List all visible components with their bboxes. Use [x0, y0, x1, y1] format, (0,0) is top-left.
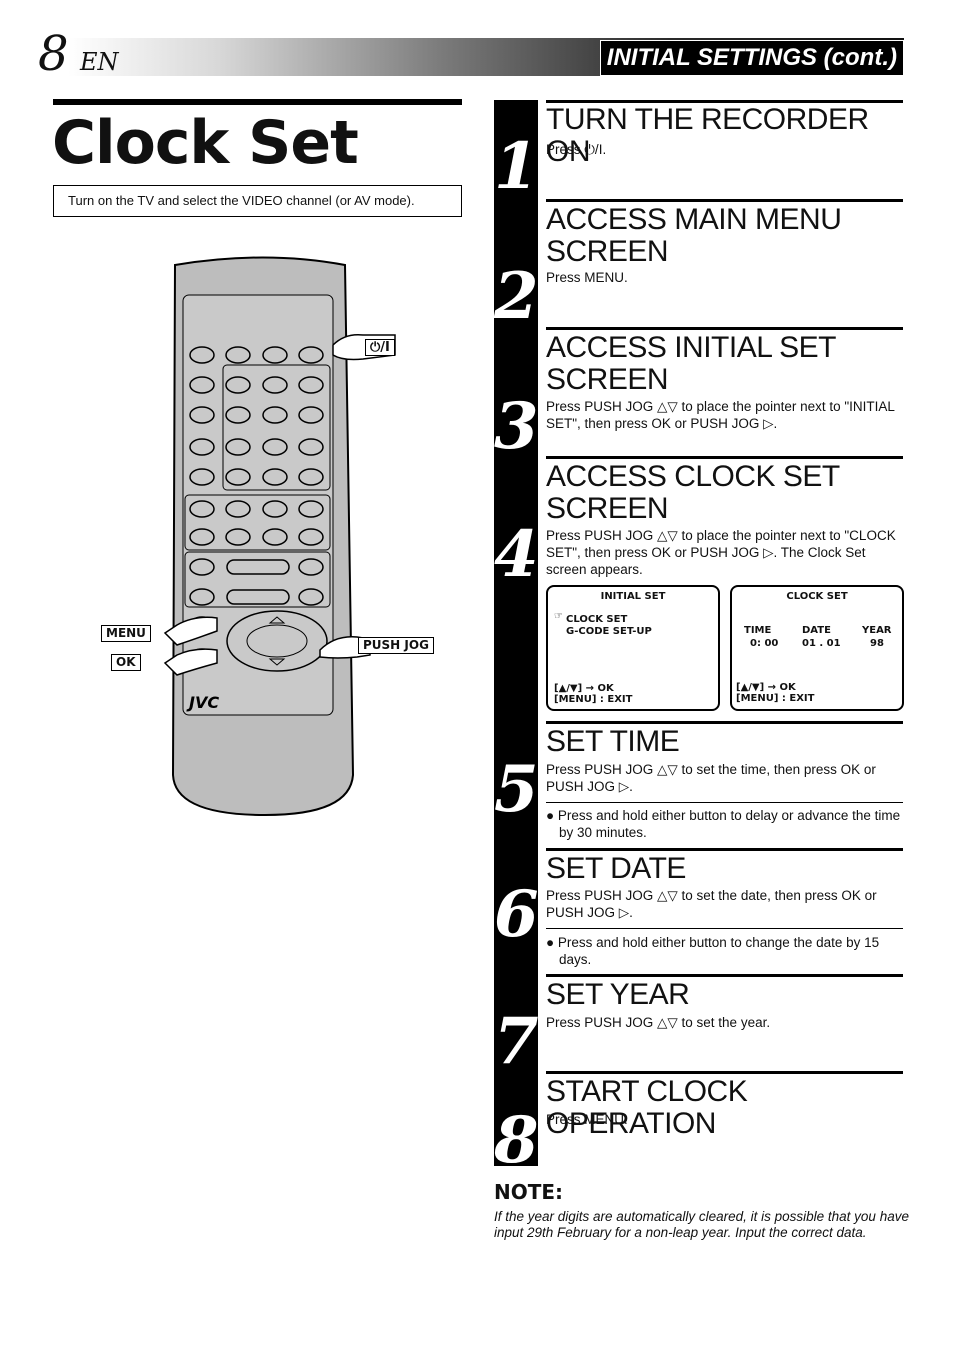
step-body: Press MENU. [546, 270, 628, 285]
title-rule [53, 99, 462, 105]
step-rule [546, 327, 903, 330]
step-number-7: 7 [494, 1004, 539, 1079]
page-number: 8 [38, 26, 69, 82]
page-title: Clock Set [52, 108, 359, 178]
step-number-5: 5 [494, 752, 539, 827]
screen-footer: [MENU] : EXIT [736, 693, 815, 704]
screen-footer: [MENU] : EXIT [554, 694, 633, 705]
power-callout: ⏻/I [365, 339, 395, 356]
step-heading: SET DATE [546, 852, 686, 885]
clock-set-screen: CLOCK SET TIME DATE YEAR 0: 00 01 . 01 9… [730, 585, 904, 711]
step-body: Press MENU. [546, 1112, 628, 1127]
year-value: 98 [870, 638, 884, 649]
push-jog-callout: PUSH JOG [358, 637, 434, 654]
menu-item: G-CODE SET-UP [566, 626, 652, 637]
screen-title: INITIAL SET [600, 591, 666, 602]
step-divider [546, 802, 903, 803]
remote-control-illustration: JVC [163, 256, 396, 817]
step-rule [546, 848, 903, 851]
remote-brand: JVC [186, 693, 219, 712]
column-label: YEAR [862, 625, 892, 636]
screen-footer: [▲/▼] → OK [736, 682, 796, 693]
step-rule [546, 1071, 903, 1074]
step-number-8: 8 [494, 1103, 539, 1178]
initial-set-screen: INITIAL SET ☞ CLOCK SET G-CODE SET-UP [▲… [546, 585, 720, 711]
step-bullet: ● Press and hold either button to change… [546, 935, 880, 967]
step-body: Press PUSH JOG △▽ to set the time, then … [546, 762, 876, 794]
note-title: NOTE: [494, 1180, 564, 1204]
step-rule [546, 721, 903, 724]
time-value: 0: 00 [750, 638, 779, 649]
step-body: Press PUSH JOG △▽ to place the pointer n… [546, 399, 895, 431]
step-bullet: ● Press and hold either button to delay … [546, 808, 901, 840]
step-number-4: 4 [494, 517, 539, 592]
step-body: Press PUSH JOG △▽ to set the date, then … [546, 888, 877, 920]
step-heading: SET TIME [546, 725, 680, 758]
note-body: If the year digits are automatically cle… [494, 1209, 909, 1240]
step-heading: ACCESS INITIAL SET SCREEN [546, 331, 836, 396]
screen-title: CLOCK SET [786, 591, 848, 602]
step-rule [546, 456, 903, 459]
menu-item: CLOCK SET [566, 614, 628, 625]
date-value: 01 . 01 [802, 638, 841, 649]
step-rule [546, 199, 903, 202]
step-heading: SET YEAR [546, 978, 690, 1011]
step-number-2: 2 [494, 259, 539, 334]
column-label: TIME [744, 625, 772, 636]
step-number-1: 1 [494, 129, 539, 204]
screen-footer: [▲/▼] → OK [554, 683, 614, 694]
step-heading: TURN THE RECORDER ON [546, 103, 869, 168]
step-rule [546, 100, 903, 103]
column-label: DATE [802, 625, 831, 636]
step-number-6: 6 [494, 877, 539, 952]
intro-box: Turn on the TV and select the VIDEO chan… [53, 185, 462, 217]
step-rule [546, 974, 903, 977]
section-title: INITIAL SETTINGS (cont.) [599, 40, 904, 76]
steps-bar [494, 100, 538, 1166]
menu-callout: MENU [101, 625, 151, 642]
step-body: Press PUSH JOG △▽ to place the pointer n… [546, 528, 896, 577]
step-heading: ACCESS CLOCK SET SCREEN [546, 460, 840, 525]
step-divider [546, 928, 903, 929]
step-heading: START CLOCK OPERATION [546, 1075, 748, 1140]
pointer-icon: ☞ [554, 611, 563, 622]
step-body: Press PUSH JOG △▽ to set the year. [546, 1015, 771, 1030]
page-language: EN [80, 48, 119, 76]
step-number-3: 3 [494, 389, 539, 464]
ok-callout: OK [111, 654, 141, 671]
step-heading: ACCESS MAIN MENU SCREEN [546, 203, 842, 268]
step-body: Press ⏻/I. [546, 142, 607, 157]
